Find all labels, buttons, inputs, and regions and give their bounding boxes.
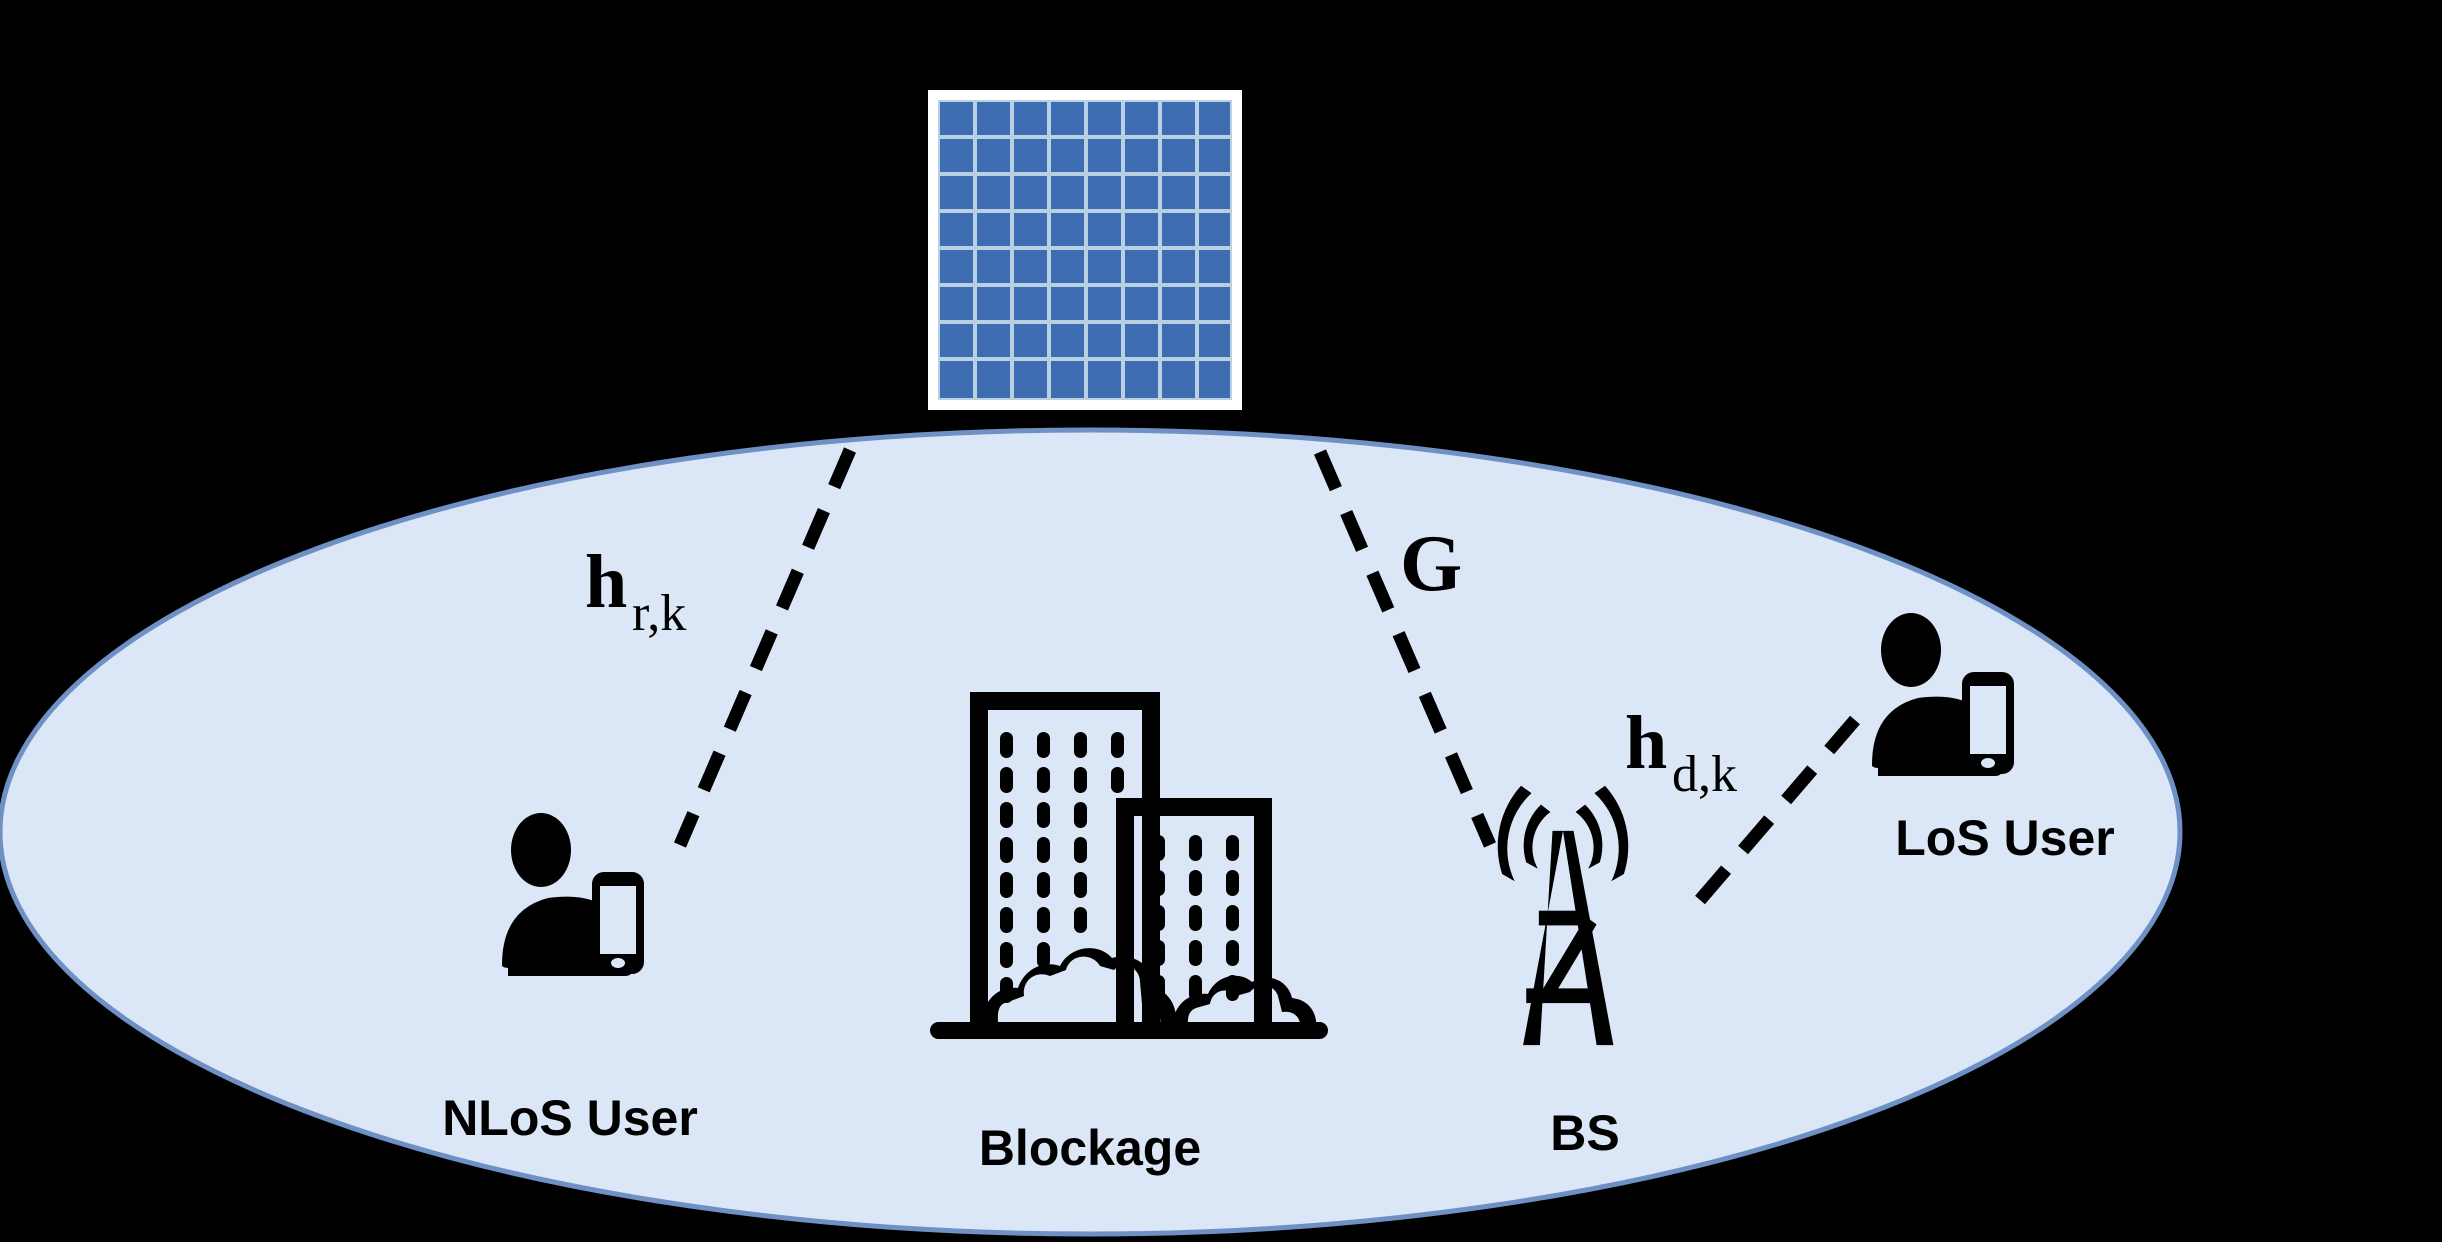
- link-label-h-r-k-sub: r,k: [632, 585, 686, 642]
- link-label-G-main: G: [1400, 520, 1462, 608]
- link-G: [1314, 449, 1496, 848]
- link-label-h-d-k: h d,k: [1625, 701, 1737, 803]
- link-label-h-d-k-main: h: [1625, 701, 1667, 785]
- node-bs[interactable]: BS: [1497, 785, 1629, 1161]
- node-los-user[interactable]: LoS User: [1872, 613, 2115, 866]
- node-label-bs: BS: [1550, 1105, 1619, 1161]
- node-label-los-user: LoS User: [1895, 810, 2115, 866]
- link-h-d-k: [1695, 715, 1860, 905]
- node-label-nlos-user: NLoS User: [442, 1090, 698, 1146]
- link-label-h-r-k-main: h: [585, 540, 627, 624]
- node-label-blockage: Blockage: [979, 1120, 1201, 1176]
- node-blockage[interactable]: Blockage: [930, 692, 1328, 1176]
- link-label-h-d-k-sub: d,k: [1672, 746, 1737, 803]
- coverage-ellipse: [0, 427, 2183, 1237]
- link-label-h-r-k: h r,k: [585, 540, 686, 642]
- link-label-G: G: [1400, 520, 1462, 608]
- node-nlos-user[interactable]: NLoS User: [442, 813, 698, 1146]
- ris-panel-icon[interactable]: [928, 90, 1242, 410]
- link-h-r-k: [674, 447, 856, 848]
